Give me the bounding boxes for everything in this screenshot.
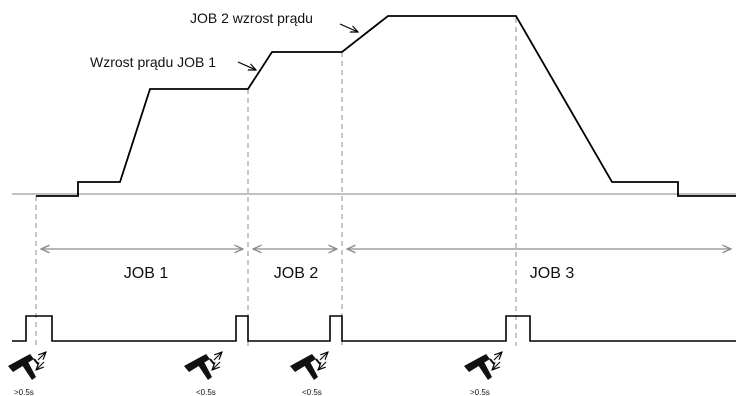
annotation-job2-arrow bbox=[339, 23, 358, 32]
trigger-action-2: <0.5s bbox=[184, 352, 222, 396]
annotation-job2-rise: JOB 2 wzrost prądu bbox=[190, 10, 313, 26]
annotation-job1-rise: Wzrost prądu JOB 1 bbox=[90, 54, 216, 70]
current-profile-line bbox=[36, 15, 736, 197]
phase-label-job1: JOB 1 bbox=[124, 265, 169, 282]
welding-torch-icon bbox=[184, 352, 222, 380]
trigger-action-4: >0.5s bbox=[464, 352, 502, 396]
welding-torch-icon bbox=[464, 352, 502, 380]
trigger-signal-line bbox=[12, 315, 736, 342]
trigger-action-1: >0.5s bbox=[8, 352, 46, 396]
trigger-action-3: <0.5s bbox=[290, 352, 328, 396]
welding-torch-icon bbox=[290, 352, 328, 380]
trigger-duration-label: >0.5s bbox=[14, 388, 34, 396]
trigger-duration-label: >0.5s bbox=[470, 388, 490, 396]
event-guides bbox=[35, 18, 517, 346]
phase-label-job2: JOB 2 bbox=[274, 265, 319, 282]
welding-torch-icon bbox=[8, 352, 46, 380]
phase-label-job3: JOB 3 bbox=[530, 265, 575, 282]
trigger-duration-label: <0.5s bbox=[196, 388, 216, 396]
trigger-duration-label: <0.5s bbox=[302, 388, 322, 396]
annotation-job1-arrow bbox=[237, 61, 256, 70]
